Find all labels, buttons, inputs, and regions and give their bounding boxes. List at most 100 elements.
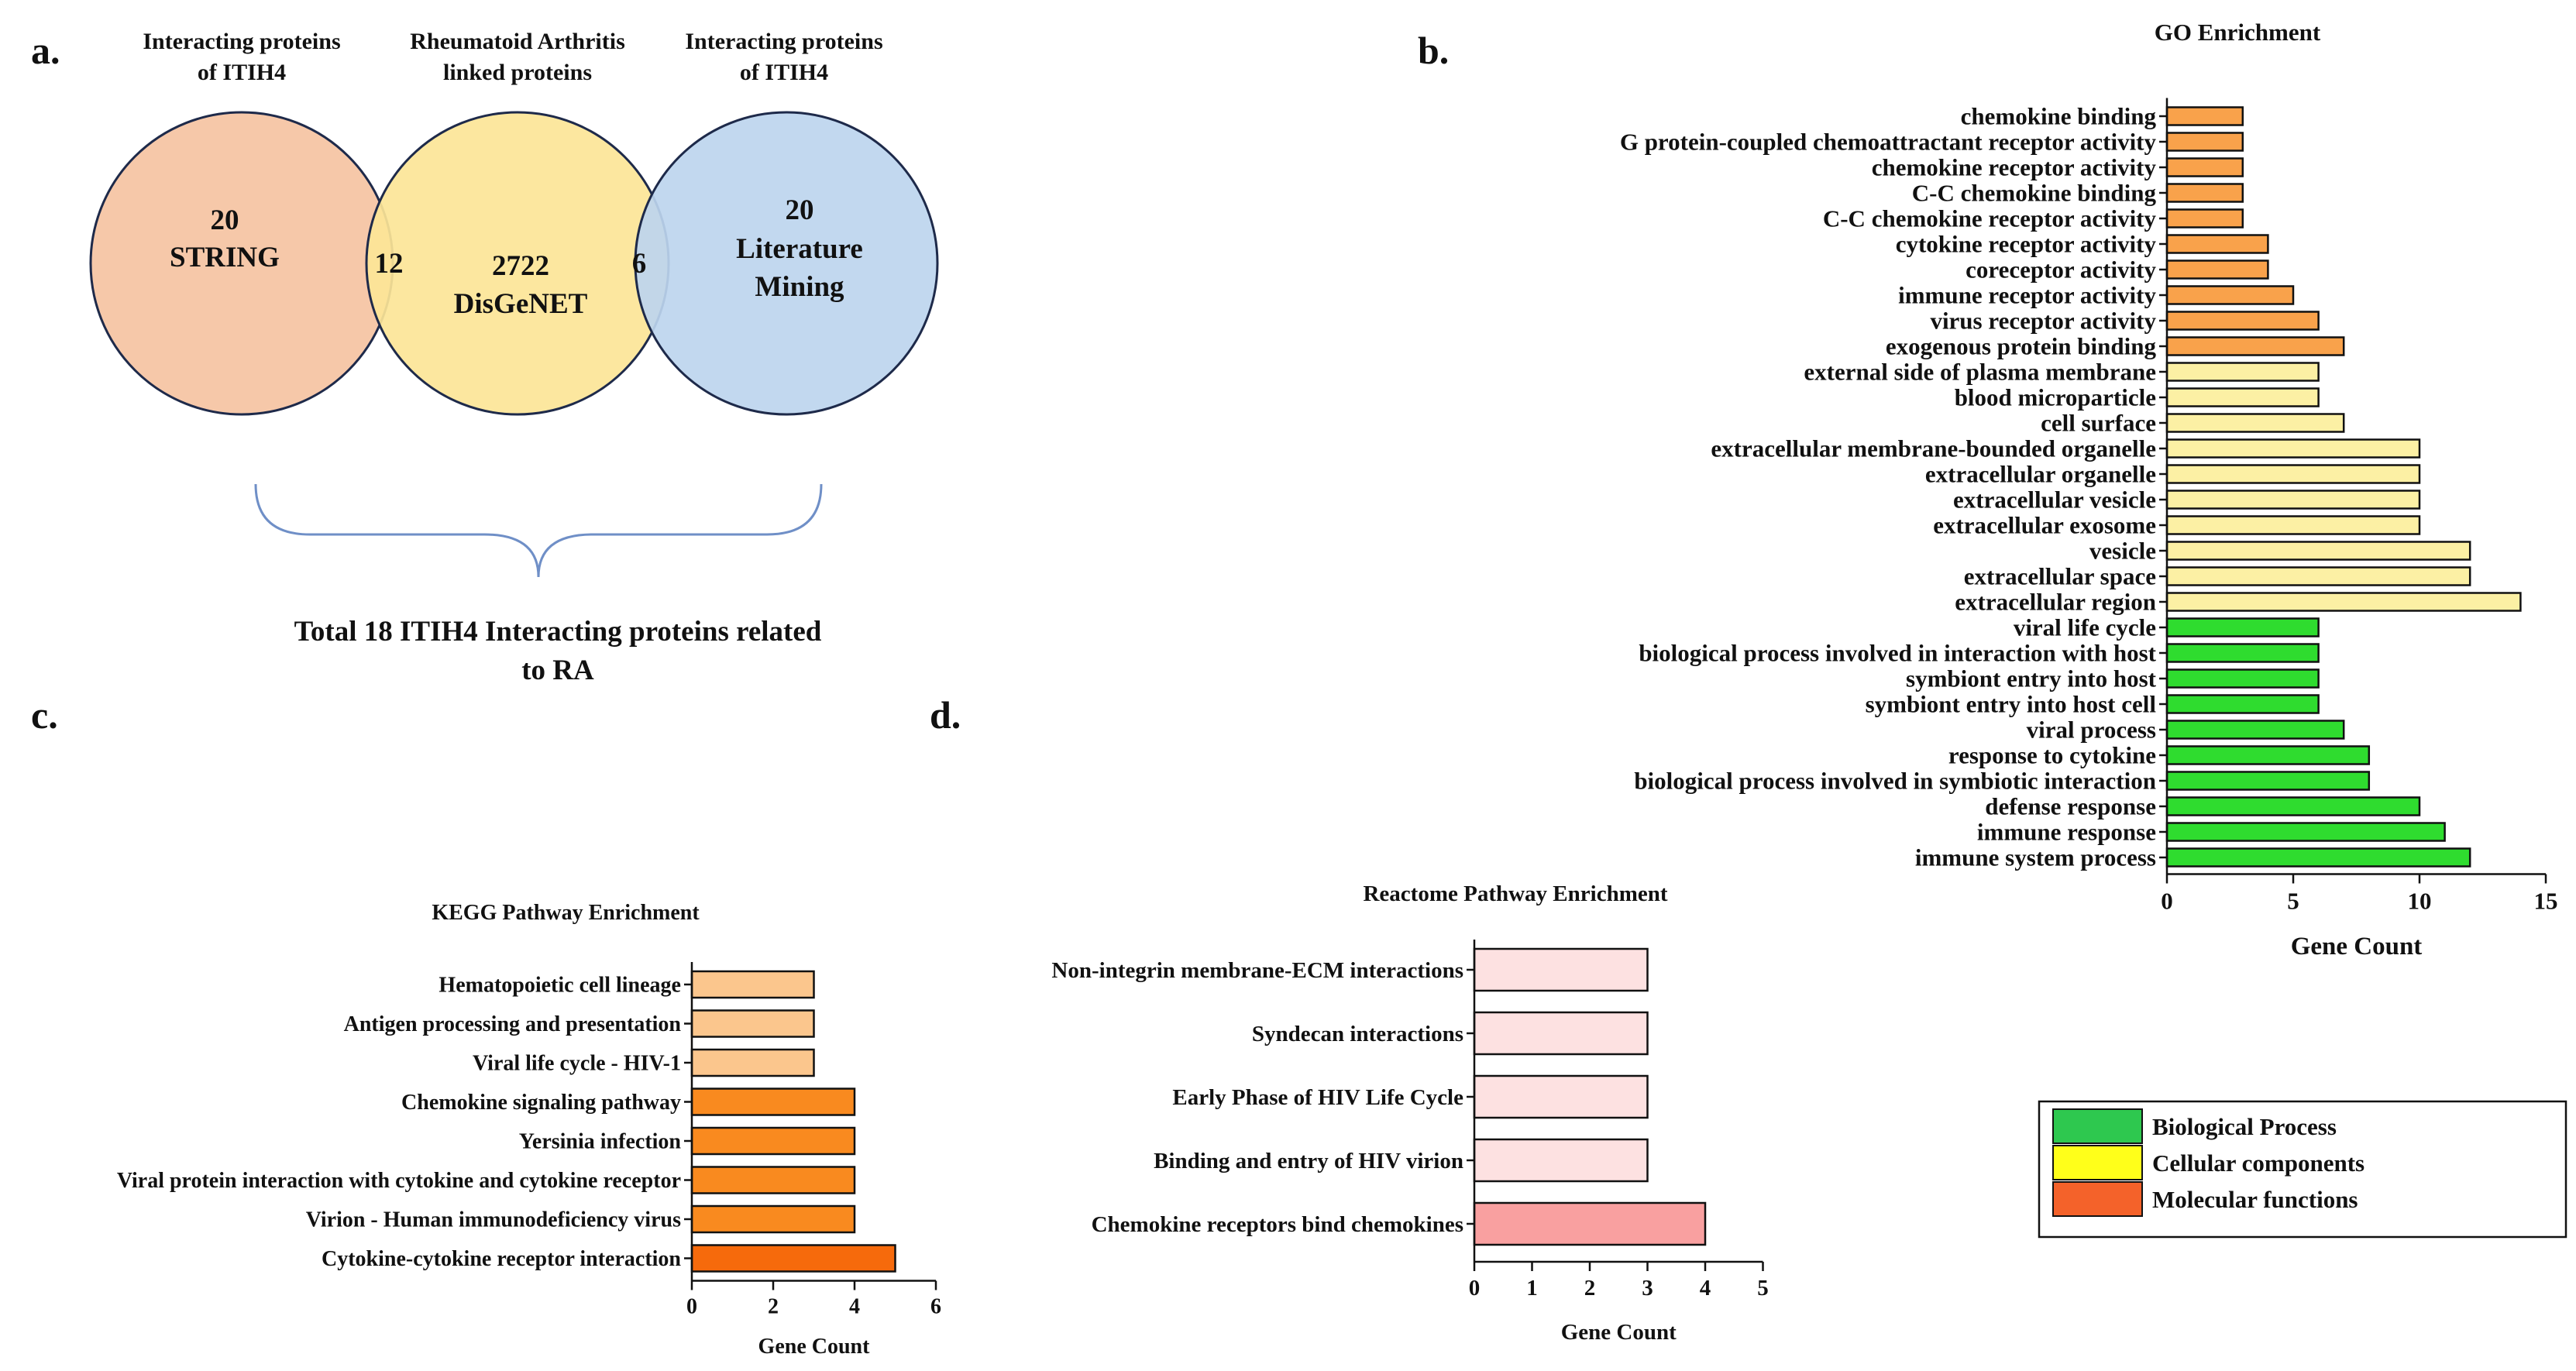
panel-b-letter: b. <box>1418 29 1449 72</box>
kegg-bar <box>690 1048 815 1077</box>
reactome-x-tick-label: 0 <box>1469 1276 1481 1301</box>
legend-swatch <box>2052 1145 2143 1180</box>
go-x-tick-label: 10 <box>2408 888 2432 915</box>
venn-summary-line-2: to RA <box>521 655 594 686</box>
go-bar <box>2165 259 2269 280</box>
reactome-x-tick-label: 1 <box>1526 1276 1538 1301</box>
reactome-chart-title: Reactome Pathway Enrichment <box>1363 881 1667 906</box>
venn-circle-literature <box>634 111 939 416</box>
reactome-bar <box>1473 947 1649 992</box>
kegg-bar <box>690 1009 815 1038</box>
go-bar <box>2165 157 2244 177</box>
go-category-label: chemokine receptor activity <box>1872 154 2157 181</box>
kegg-x-tick-label: 6 <box>930 1295 941 1319</box>
go-category-label: extracellular organelle <box>1925 461 2156 488</box>
go-bar <box>2165 592 2522 612</box>
kegg-category-label: Antigen processing and presentation <box>344 1012 682 1036</box>
go-category-label: extracellular space <box>1964 563 2156 590</box>
kegg-bar <box>690 970 815 999</box>
legend-label: Cellular components <box>2152 1149 2364 1177</box>
go-bar <box>2165 311 2320 331</box>
go-bar <box>2165 285 2295 305</box>
go-bar <box>2165 106 2244 126</box>
legend-label: Molecular functions <box>2152 1186 2358 1213</box>
reactome-category-label: Binding and entry of HIV virion <box>1154 1149 1463 1173</box>
go-category-label: C-C chemokine binding <box>1912 180 2157 207</box>
reactome-pathway-chart: Reactome Pathway EnrichmentNon-integrin … <box>1051 881 1768 1345</box>
venn-diagram: Interacting proteins of ITIH4 Rheumatoid… <box>89 29 939 686</box>
go-category-label: immune receptor activity <box>1898 282 2156 309</box>
go-category-label: response to cytokine <box>1948 742 2156 769</box>
venn-middle-count: 2722 <box>492 250 549 282</box>
go-bar <box>2165 720 2345 740</box>
venn-right-header-1: Interacting proteins <box>685 29 882 54</box>
kegg-x-axis-label: Gene Count <box>758 1335 871 1359</box>
go-x-tick-label: 5 <box>2287 888 2299 915</box>
go-bar <box>2165 387 2320 407</box>
legend-swatch <box>2052 1181 2143 1217</box>
panel-c-letter: c. <box>31 693 58 737</box>
kegg-category-label: Viral life cycle - HIV-1 <box>473 1052 681 1076</box>
go-category-label: virus receptor activity <box>1930 308 2156 335</box>
reactome-x-tick-label: 3 <box>1642 1276 1653 1301</box>
go-bar <box>2165 234 2269 254</box>
venn-left-header-2: of ITIH4 <box>198 60 286 85</box>
go-chart-title: GO Enrichment <box>2155 19 2321 46</box>
reactome-bar <box>1473 1011 1649 1056</box>
go-category-label: extracellular exosome <box>1933 512 2156 539</box>
go-category-label: blood microparticle <box>1955 384 2156 411</box>
go-category-label: viral life cycle <box>2014 614 2156 641</box>
panel-d-letter: d. <box>930 693 961 737</box>
go-bar <box>2165 362 2320 382</box>
legend-swatch <box>2052 1108 2143 1144</box>
go-bar <box>2165 796 2421 816</box>
venn-middle-header-1: Rheumatoid Arthritis <box>410 29 625 54</box>
go-bar <box>2165 132 2244 152</box>
go-bar <box>2165 745 2371 765</box>
reactome-category-label: Early Phase of HIV Life Cycle <box>1172 1085 1463 1110</box>
go-category-label: chemokine binding <box>1961 103 2157 130</box>
go-category-label: C-C chemokine receptor activity <box>1823 205 2157 232</box>
venn-middle-label: DisGeNET <box>454 288 588 320</box>
kegg-category-label: Chemokine signaling pathway <box>401 1091 681 1115</box>
reactome-bar <box>1473 1138 1649 1183</box>
venn-right-count: 20 <box>786 194 814 226</box>
go-bar <box>2165 208 2244 228</box>
go-bar <box>2165 668 2320 689</box>
reactome-category-label: Chemokine receptors bind chemokines <box>1092 1212 1463 1237</box>
go-category-label: vesicle <box>2089 538 2156 565</box>
go-category-label: defense response <box>1985 793 2156 820</box>
kegg-x-tick-label: 4 <box>849 1295 860 1319</box>
go-category-label: biological process involved in symbiotic… <box>1634 768 2156 795</box>
kegg-bar <box>690 1126 856 1156</box>
go-bar <box>2165 847 2471 868</box>
go-category-label: cytokine receptor activity <box>1896 231 2157 258</box>
kegg-x-tick-label: 2 <box>768 1295 779 1319</box>
kegg-bar <box>690 1166 856 1194</box>
kegg-x-tick-label: 0 <box>686 1295 697 1319</box>
reactome-x-tick-label: 2 <box>1584 1276 1596 1301</box>
go-bar <box>2165 515 2421 535</box>
kegg-category-label: Yersinia infection <box>519 1130 682 1154</box>
kegg-category-label: Hematopoietic cell lineage <box>439 974 681 998</box>
go-category-label: immune response <box>1977 819 2156 846</box>
go-category-label: immune system process <box>1915 844 2156 871</box>
reactome-category-label: Non-integrin membrane-ECM interactions <box>1051 958 1463 983</box>
go-bar <box>2165 336 2345 356</box>
go-bar <box>2165 822 2446 842</box>
go-category-label: symbiont entry into host cell <box>1866 691 2157 718</box>
go-category-label: external side of plasma membrane <box>1804 359 2156 386</box>
go-bar <box>2165 541 2471 561</box>
venn-summary-brace <box>254 483 823 578</box>
go-bar <box>2165 617 2320 637</box>
go-bar <box>2165 566 2471 586</box>
go-category-label: biological process involved in interacti… <box>1639 640 2156 667</box>
venn-summary-line-1: Total 18 ITIH4 Interacting proteins rela… <box>294 616 822 648</box>
go-bar <box>2165 438 2421 459</box>
go-category-label: extracellular vesicle <box>1953 486 2156 514</box>
go-bar <box>2165 643 2320 663</box>
venn-left-overlap: 12 <box>375 248 404 280</box>
